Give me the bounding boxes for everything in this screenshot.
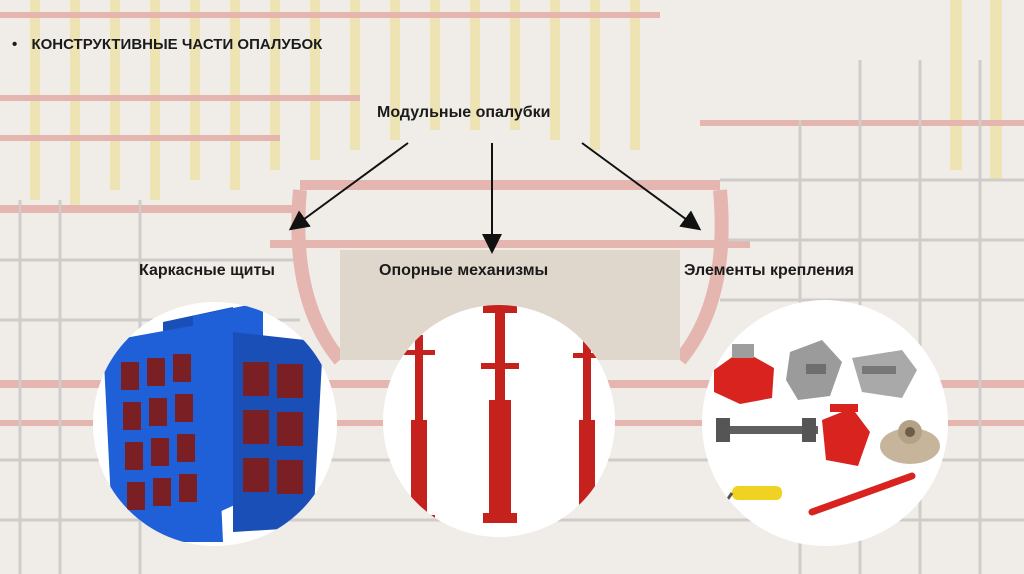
branch-label-fasteners: Элементы крепления (684, 262, 854, 280)
fasteners-image (702, 300, 948, 546)
arrow-to-panels (292, 143, 408, 228)
formwork-panels-icon (93, 302, 337, 546)
branch-label-props: Опорные механизмы (379, 262, 548, 280)
steel-props-image (383, 305, 615, 537)
formwork-panels-image (93, 302, 337, 546)
steel-props-icon (383, 305, 615, 537)
branch-label-panels: Каркасные щиты (139, 262, 275, 280)
fasteners-icon (702, 300, 948, 546)
arrow-to-fasteners (582, 143, 698, 228)
